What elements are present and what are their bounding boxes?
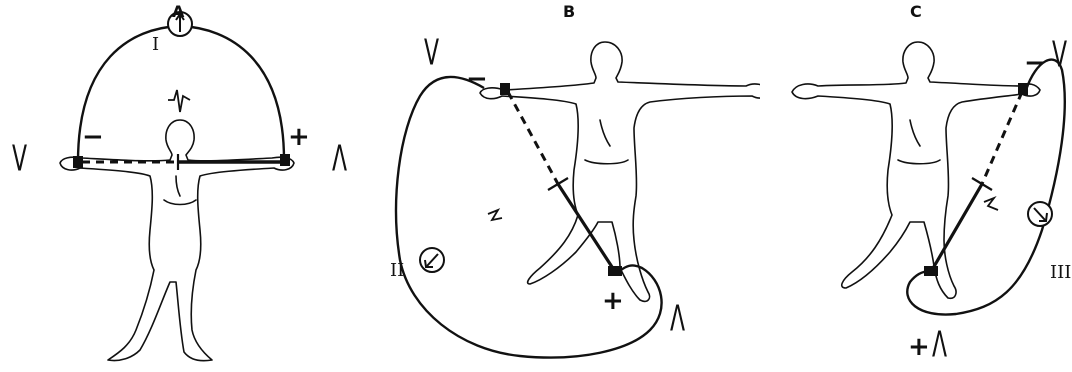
positive-sign: + [602,288,624,314]
panel-a-drawing [0,0,360,372]
panel-label: A [172,2,184,21]
positive-sign: + [908,334,930,360]
axis-center-tick-b [548,178,568,190]
negative-marker: V [1052,39,1067,74]
ecg-waveform-icon [168,90,190,112]
panel-label: C [910,2,922,21]
panel-label: B [563,2,575,21]
electrode-left-leg-c [924,266,938,276]
positive-marker: Λ [332,143,347,178]
negative-sign: − [82,124,104,150]
lead-axis-negative-b [508,92,558,184]
negative-marker: V [12,143,27,178]
lead-label: III [1050,264,1071,282]
human-figure-b [480,42,760,301]
negative-marker: V [424,37,439,72]
panel-c: C III − + V Λ [760,0,1072,372]
human-figure-c [792,42,1040,298]
electrode-right-arm-a [73,156,83,168]
electrode-left-arm-a [280,154,290,166]
negative-sign: − [1024,50,1046,76]
lead-axis-positive-b [558,184,614,270]
positive-marker: Λ [932,329,947,364]
electrode-left-leg-b [608,266,622,276]
panel-b: B II − + V Λ [380,0,760,372]
lead-i-wire-a [78,26,284,162]
negative-sign: − [466,66,488,92]
lead-label: I [152,36,159,54]
galvanometer-icon [420,248,444,272]
lead-label: II [390,262,404,280]
positive-sign: + [288,124,310,150]
galvanometer-icon [1028,202,1052,226]
axis-center-tick-c [972,178,992,190]
panel-a: A I − + V Λ [0,0,360,372]
lead-axis-negative-c [982,92,1022,184]
ecg-waveform-icon [984,198,998,210]
lead-axis-positive-c [932,184,982,270]
ecg-waveform-icon [488,210,502,220]
positive-marker: Λ [670,303,685,338]
